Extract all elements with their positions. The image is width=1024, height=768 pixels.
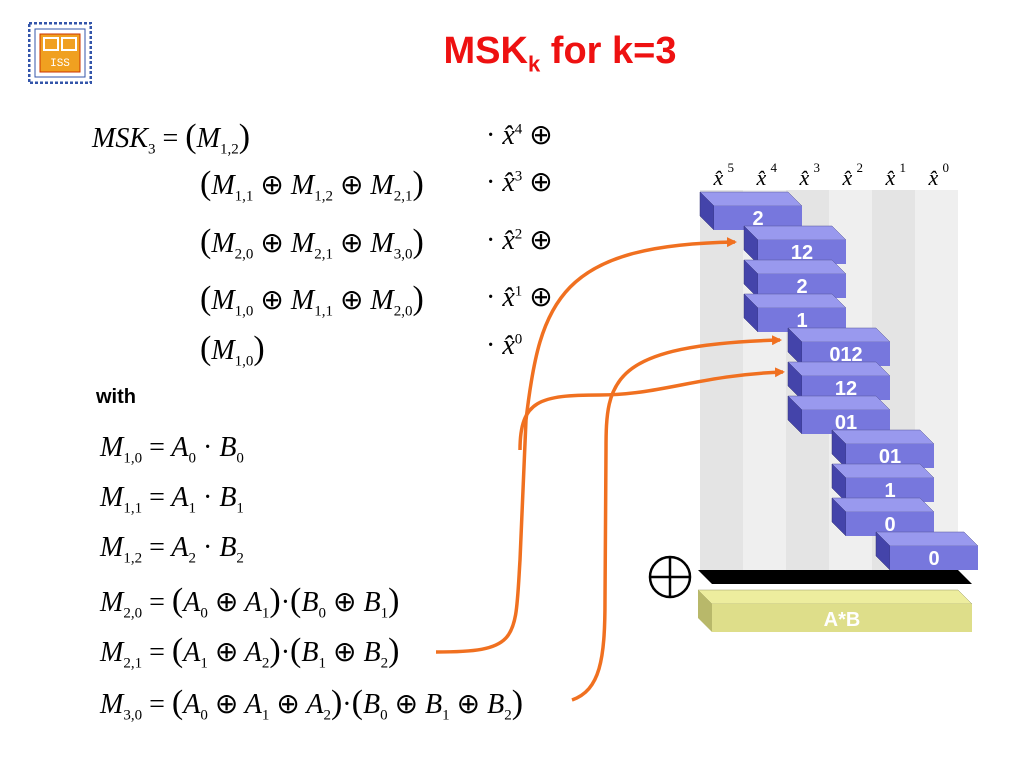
block-label: 1 xyxy=(796,310,807,332)
result-side-face xyxy=(698,590,712,632)
partial-product-block: 0 xyxy=(875,531,979,571)
title-rest: for k=3 xyxy=(540,30,677,72)
block-label: 01 xyxy=(835,412,857,434)
msk-equation-row-3: (M1,0 ⊕ M1,1 ⊕ M2,0) xyxy=(200,280,424,320)
partial-product-block: 01 xyxy=(787,395,891,435)
block-label: 2 xyxy=(752,208,763,230)
result-label: A*B xyxy=(824,609,861,631)
title-main: MSK xyxy=(443,30,528,72)
block-top-face xyxy=(875,531,979,547)
power-exponent: 1 xyxy=(900,160,907,175)
msk-equation-row-2: (M2,0 ⊕ M2,1 ⊕ M3,0) xyxy=(200,223,424,263)
orange-arrow xyxy=(571,335,782,702)
block-label: 2 xyxy=(796,276,807,298)
orange-arrow xyxy=(518,367,785,451)
block-label: 12 xyxy=(791,242,813,264)
msk-power-0: · x̂0 xyxy=(486,330,523,361)
block-top-face xyxy=(787,361,891,377)
partial-product-block: 0 xyxy=(831,497,935,537)
msk-equation-row-0: MSK3 = (M1,2) xyxy=(92,118,251,158)
logo-text: ISS xyxy=(50,58,70,70)
power-label: x̂ xyxy=(928,165,939,190)
iss-logo: ISS xyxy=(28,22,92,84)
partial-product-block: 012 xyxy=(787,327,891,367)
xor-bar xyxy=(698,570,972,584)
block-top-face xyxy=(787,395,891,411)
title-sub: k xyxy=(527,51,541,77)
block-label: 012 xyxy=(829,344,862,366)
block-top-face xyxy=(699,191,803,207)
msk-equation-row-1: (M1,1 ⊕ M1,2 ⊕ M2,1) xyxy=(200,165,424,205)
msk-power-4: · x̂4 ⊕ xyxy=(486,120,553,151)
power-label: x̂ xyxy=(756,165,767,190)
partial-product-block: 01 xyxy=(831,429,935,469)
power-exponent: 0 xyxy=(943,160,950,175)
block-top-face xyxy=(831,497,935,513)
partial-product-block: 12 xyxy=(743,225,847,265)
block-label: 0 xyxy=(928,548,939,570)
orange-arrows xyxy=(435,237,785,702)
result-area: A*B xyxy=(648,555,973,632)
block-label: 0 xyxy=(884,514,895,536)
msk-lhs: MSK3 xyxy=(92,123,156,158)
power-label: x̂ xyxy=(799,165,810,190)
msk-power-1: · x̂1 ⊕ xyxy=(486,282,553,313)
partial-product-block: 2 xyxy=(699,191,803,231)
msk-power-2: · x̂2 ⊕ xyxy=(486,225,553,256)
block-top-face xyxy=(743,259,847,275)
definition-m30: M3,0 = (A0 ⊕ A1 ⊕ A2)·(B0 ⊕ B1 ⊕ B2) xyxy=(100,684,524,724)
result-front-face xyxy=(712,604,972,632)
partial-product-blocks: 2 12 2 1 012 12 01 01 1 0 0 xyxy=(699,191,979,571)
power-exponent: 4 xyxy=(771,160,778,175)
with-label: with xyxy=(96,386,136,408)
block-label: 01 xyxy=(879,446,901,468)
block-top-face xyxy=(831,463,935,479)
msk-power-3: · x̂3 ⊕ xyxy=(486,167,553,198)
power-label: x̂ xyxy=(713,165,724,190)
definition-m11: M1,1 = A1 · B1 xyxy=(100,482,244,517)
result-top-face xyxy=(697,589,973,605)
partial-product-block: 1 xyxy=(831,463,935,503)
block-top-face xyxy=(787,327,891,343)
partial-product-block: 12 xyxy=(787,361,891,401)
orange-arrow xyxy=(435,237,737,654)
definition-m10: M1,0 = A0 · B0 xyxy=(100,432,244,467)
power-exponent: 2 xyxy=(857,160,864,175)
msk-equation-row-4: (M1,0) xyxy=(200,330,265,370)
definition-m21: M2,1 = (A1 ⊕ A2)·(B1 ⊕ B2) xyxy=(100,632,400,672)
definition-m20: M2,0 = (A0 ⊕ A1)·(B0 ⊕ B1) xyxy=(100,582,400,622)
page-title: MSKk for k=3 xyxy=(0,30,1024,78)
block-top-face xyxy=(831,429,935,445)
block-label: 12 xyxy=(835,378,857,400)
block-top-face xyxy=(743,293,847,309)
definition-m12: M1,2 = A2 · B2 xyxy=(100,532,244,567)
block-label: 1 xyxy=(884,480,895,502)
power-label: x̂ xyxy=(842,165,853,190)
partial-product-block: 1 xyxy=(743,293,847,333)
partial-product-block: 2 xyxy=(743,259,847,299)
power-column-labels: x̂ 5 x̂ 4 x̂ 3 x̂ 2 x̂ 1 x̂ 0 xyxy=(713,160,950,190)
block-front-face xyxy=(890,546,978,570)
power-exponent: 3 xyxy=(814,160,821,175)
power-exponent: 5 xyxy=(728,160,735,175)
block-top-face xyxy=(743,225,847,241)
power-label: x̂ xyxy=(885,165,896,190)
